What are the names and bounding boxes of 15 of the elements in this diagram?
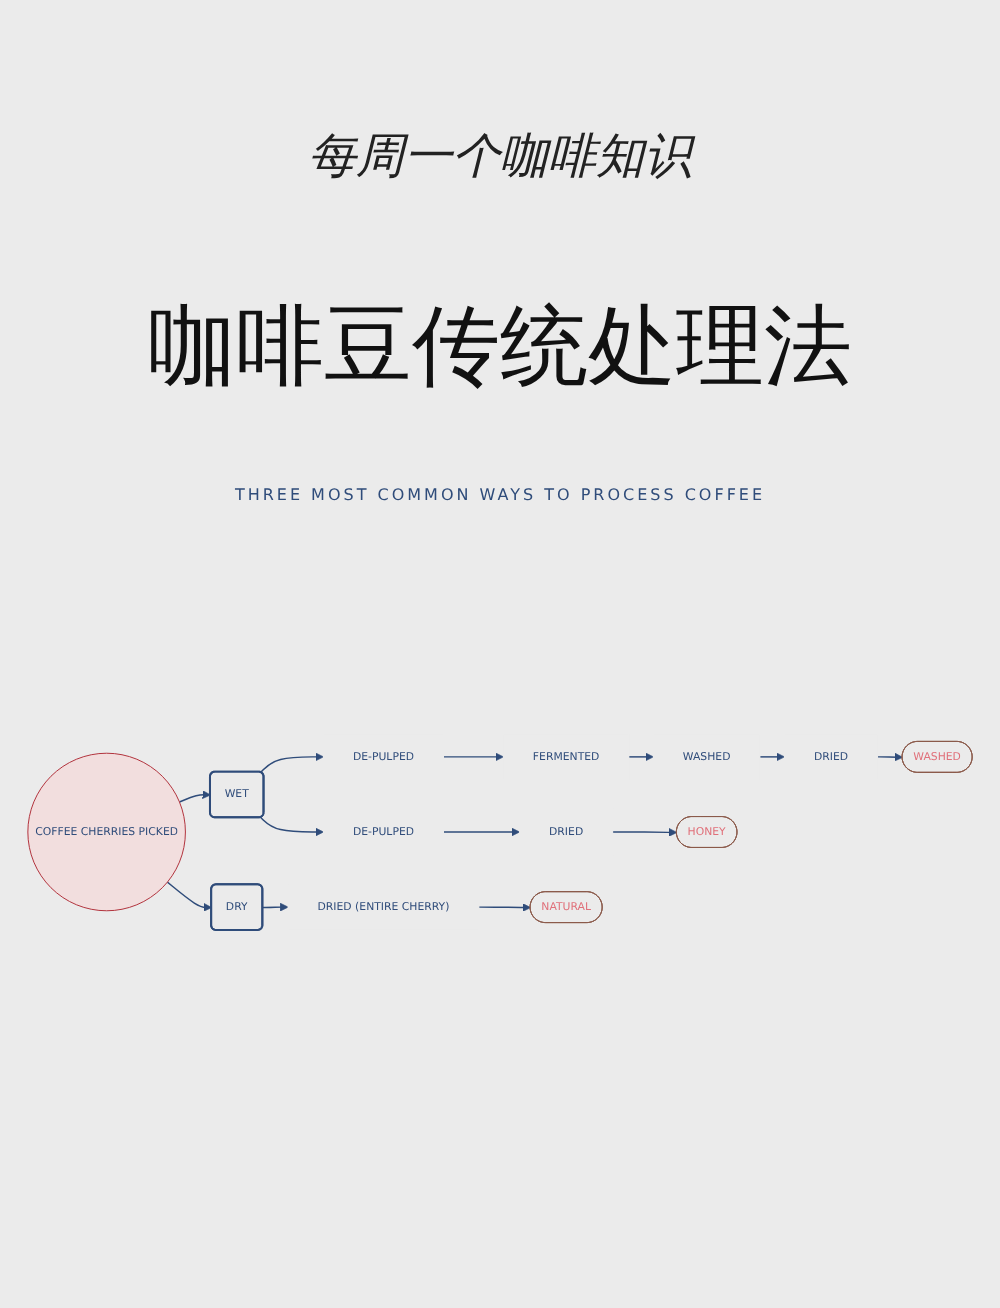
arrow xyxy=(442,827,520,837)
arrow xyxy=(759,752,785,762)
arrow xyxy=(178,790,211,803)
arrow xyxy=(259,816,324,837)
arrow xyxy=(628,752,654,762)
arrow xyxy=(478,903,531,912)
arrow xyxy=(262,902,289,912)
subtitle: 每周一个咖啡知识 xyxy=(308,126,692,188)
arrow xyxy=(442,752,504,762)
arrow xyxy=(876,752,903,762)
arrow xyxy=(166,881,213,912)
arrow xyxy=(611,828,678,837)
diagram-heading: THREE MOST COMMON WAYS TO PROCESS COFFEE xyxy=(234,486,766,504)
title: 咖啡豆传统处理法 xyxy=(148,294,852,402)
arrow xyxy=(259,752,324,774)
